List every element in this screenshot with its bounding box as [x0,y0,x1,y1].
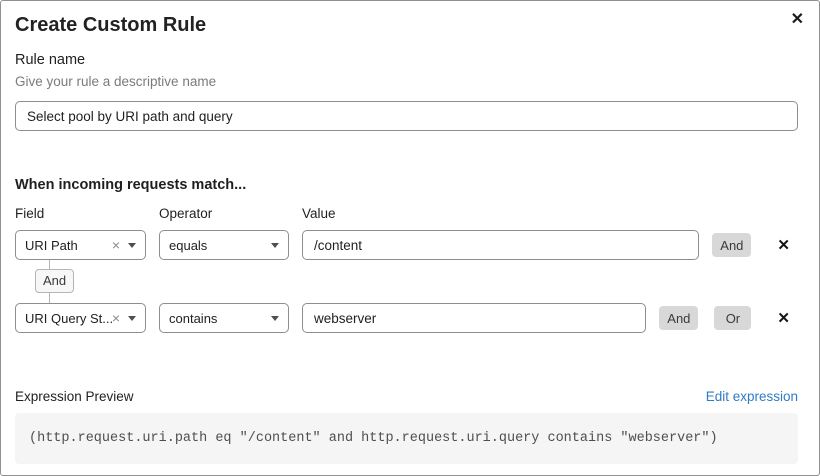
match-heading: When incoming requests match... [15,177,247,193]
chevron-down-icon [128,315,136,321]
add-and-condition-button[interactable]: And [712,233,752,257]
dialog-title: Create Custom Rule [15,14,207,36]
chevron-down-icon [271,242,279,248]
value-column-label: Value [302,206,336,221]
field-select[interactable]: URI Path × [15,230,146,260]
operator-select-value: contains [169,310,218,326]
condition-row: URI Path × equals And ✕ [15,230,798,260]
and-connector-badge: And [35,269,75,293]
value-input[interactable] [302,230,700,260]
operator-select[interactable]: contains [159,303,289,333]
chevron-down-icon [271,315,279,321]
field-select-value: URI Path [25,237,78,253]
field-select-value: URI Query St... [25,310,112,326]
rule-name-label: Rule name [15,52,86,68]
clear-selection-icon[interactable]: × [111,310,120,326]
close-icon[interactable]: ✕ [787,8,808,32]
value-input[interactable] [302,303,647,333]
condition-connector: And [15,260,798,303]
clear-selection-icon[interactable]: × [111,237,120,253]
operator-select-value: equals [169,237,208,253]
remove-condition-icon[interactable]: ✕ [777,236,790,254]
expression-preview-label: Expression Preview [15,389,134,404]
field-column-label: Field [15,206,45,221]
rule-name-hint: Give your rule a descriptive name [15,74,217,89]
add-and-condition-button[interactable]: And [659,306,699,330]
rule-name-input[interactable] [15,101,798,131]
operator-select[interactable]: equals [159,230,289,260]
row-logic-buttons: And [712,233,752,257]
chevron-down-icon [128,242,136,248]
condition-column-labels: Field Operator Value [15,206,798,222]
expression-preview-header: Expression Preview Edit expression [15,388,798,405]
expression-code: (http.request.uri.path eq "/content" and… [15,413,798,464]
remove-condition-icon[interactable]: ✕ [777,309,790,327]
condition-row: URI Query St... × contains And Or ✕ [15,303,798,333]
row-logic-buttons: And Or [659,306,752,330]
field-select[interactable]: URI Query St... × [15,303,146,333]
operator-column-label: Operator [159,206,213,221]
edit-expression-link[interactable]: Edit expression [705,389,798,404]
add-or-condition-button[interactable]: Or [714,306,752,330]
